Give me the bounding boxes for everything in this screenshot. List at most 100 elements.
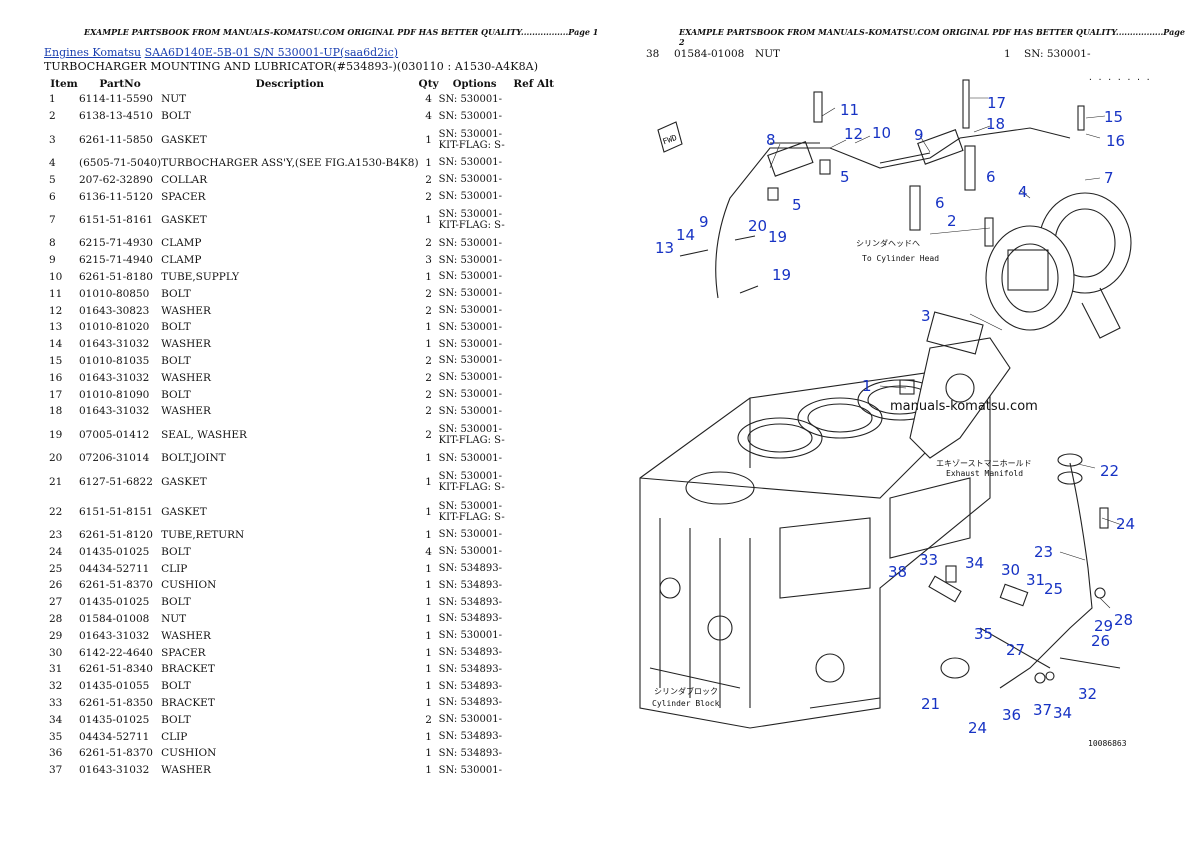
callout-number: 12 [844,125,863,143]
table-header-row: Item PartNo Description Qty Options Ref … [44,77,557,91]
cell-item: 34 [49,713,63,726]
cell-ref-alt [511,336,557,353]
callout-number: 29 [1094,617,1113,635]
cell-description: BOLT [161,713,191,726]
header-options: Options [452,78,497,90]
cell-options: SN: 534893- [439,577,511,594]
callout-number: 19 [772,266,791,284]
cell-ref-alt [511,543,557,560]
option-serial: SN: 530001- [438,546,503,558]
cell-qty: 4 [425,110,432,123]
option-serial: SN: 530001- [438,191,503,203]
option-serial: SN: 530001- [438,208,503,220]
cell-partno: 01643-31032 [79,371,150,384]
cell-item: 24 [49,545,63,558]
cell-partno: 01010-80850 [79,287,150,300]
option-serial: SN: 530001- [438,110,503,122]
cell-description: BOLT,JOINT [161,452,226,465]
cell-item: 3 [49,133,56,146]
cell-partno: 6151-51-8161 [79,213,153,226]
cell-partno: 01435-01025 [79,545,150,558]
cell-partno: 6215-71-4930 [79,237,153,250]
breadcrumb-link-engines[interactable]: Engines Komatsu [44,46,142,59]
label-to-head-en: To Cylinder Head [862,254,939,263]
cell-partno: 6261-51-8370 [79,579,153,592]
cell-partno: 01010-81090 [79,388,150,401]
cell-ref-alt [511,285,557,302]
cell-ref-alt [511,611,557,628]
cell-item: 32 [49,680,63,693]
cell-item: 28 [49,612,63,625]
cell-options: SN: 530001- [439,91,511,108]
cell-qty: 1 [425,452,432,465]
callout-number: 22 [1100,462,1119,480]
cell-options: SN: 530001- [439,319,511,336]
cell-options: SN: 530001- [439,188,511,205]
cell-qty: 2 [425,287,432,300]
callout-number: 25 [1044,580,1063,598]
cell-item: 16 [49,371,63,384]
cell-qty: 1 [425,696,432,709]
cell-options: SN: 530001-KIT-FLAG: S- [439,497,511,527]
cell-qty: 2 [425,304,432,317]
cell-qty: 1 [425,213,432,226]
cell-item: 35 [49,730,63,743]
option-serial: SN: 530001- [438,128,503,140]
option-serial: SN: 530001- [438,93,503,105]
cell-options: SN: 530001- [439,235,511,252]
cell-partno: 6261-51-8370 [79,747,153,760]
figure-number: 10086863 [1088,739,1127,748]
cell-partno: 01010-81020 [79,321,150,334]
cell-qty: 2 [425,388,432,401]
cell-ref-alt [511,497,557,527]
cell-options: SN: 530001- [439,252,511,269]
breadcrumb: Engines Komatsu SAA6D140E-5B-01 S/N 5300… [44,46,398,59]
cell-options: SN: 530001- [439,353,511,370]
option-serial: SN: 530001- [438,423,503,435]
supply-tube [715,127,1071,299]
leader-lines [769,97,1123,609]
cell-description: GASKET [161,505,207,518]
page-header-right: EXAMPLE PARTSBOOK FROM MANUALS-KOMATSU.C… [679,27,1185,47]
callout-number: 26 [1091,632,1110,650]
callout-number: 38 [888,563,907,581]
callout-number: 17 [987,94,1006,112]
cell-partno: 01584-01008 [674,48,745,60]
cell-item: 11 [49,287,63,300]
option-serial: SN: 530001- [438,529,503,541]
callout-number: 9 [914,126,924,144]
cell-ref-alt [511,125,557,155]
cell-description: GASKET [161,213,207,226]
cell-options: SN: 530001-KIT-FLAG: S- [439,205,511,235]
cell-description: WASHER [161,629,211,642]
cell-options: SN: 534893- [439,661,511,678]
cell-ref-alt [511,188,557,205]
option-kit-flag: KIT-FLAG: S- [438,219,505,231]
cell-partno: 6215-71-4940 [79,254,153,267]
cell-ref-alt [511,420,557,450]
option-kit-flag: KIT-FLAG: S- [438,481,505,493]
cell-ref-alt [511,403,557,420]
cell-item: 19 [49,428,63,441]
watermark: manuals-komatsu.com [890,399,1038,414]
breadcrumb-link-model[interactable]: SAA6D140E-5B-01 S/N 530001-UP(saa6d2ic) [144,46,399,59]
cell-item: 23 [49,528,63,541]
cell-partno: 6261-51-8120 [79,528,153,541]
cell-options: SN: 530001- [439,762,511,779]
cell-partno: 01643-31032 [79,764,150,777]
cell-item: 15 [49,354,63,367]
option-serial: SN: 530001- [438,355,503,367]
cell-qty: 1 [425,156,432,169]
cell-item: 13 [49,321,63,334]
header-qty: Qty [418,78,439,90]
